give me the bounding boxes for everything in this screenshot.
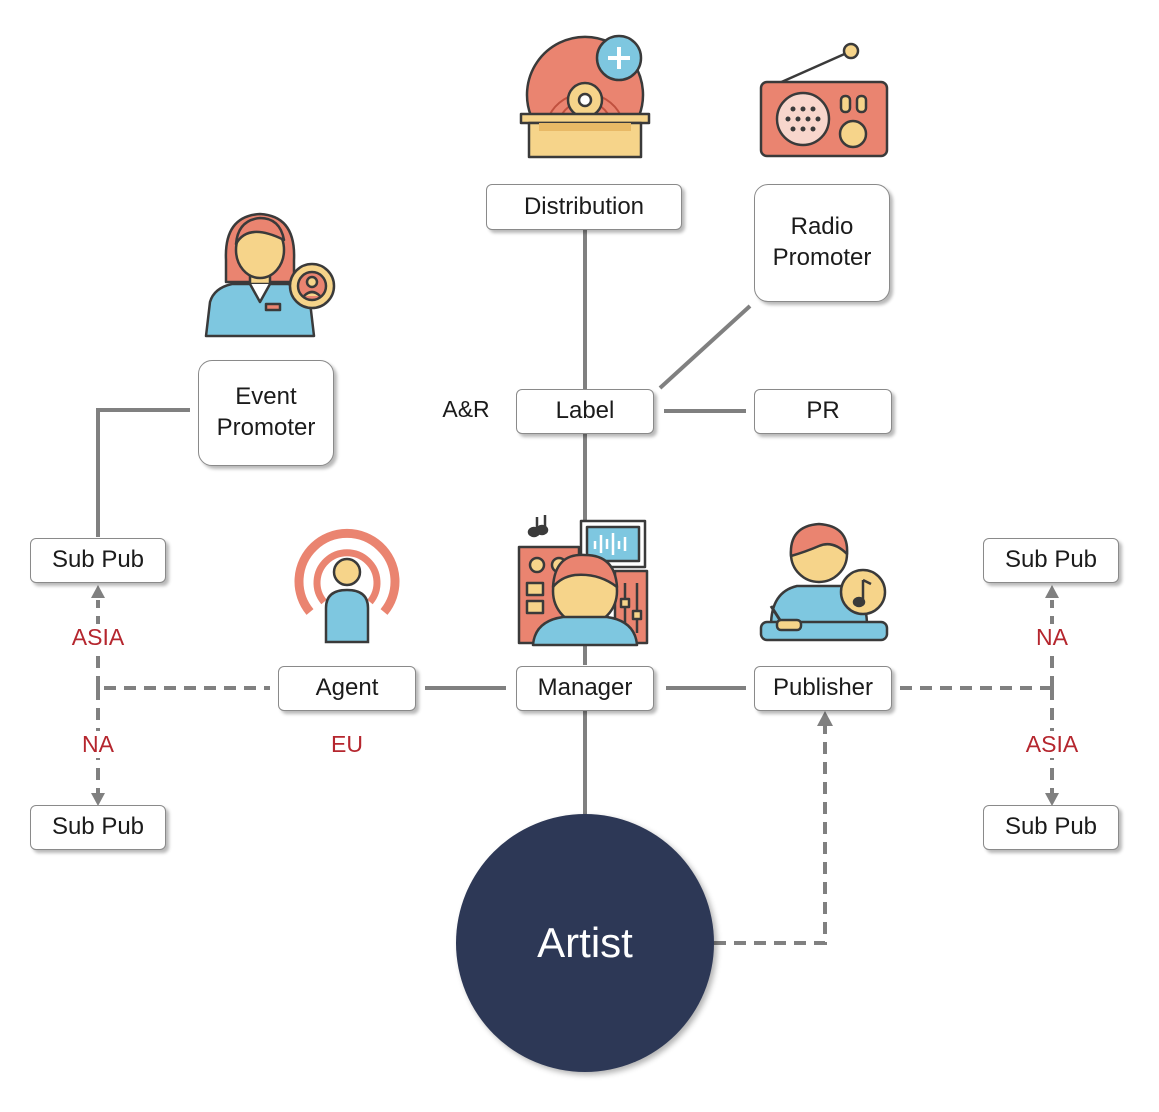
- right-na-label: NA: [1032, 624, 1072, 651]
- agent-node: Agent: [278, 666, 416, 711]
- sub-pub-right-bottom-node: Sub Pub: [983, 805, 1119, 850]
- publisher-composer-icon: [759, 522, 889, 642]
- dash-artist-publisher: [714, 724, 827, 945]
- arrow-publisher-up: [817, 711, 833, 726]
- label-node: Label: [516, 389, 654, 434]
- event-promoter-node: Event Promoter: [198, 360, 334, 466]
- distribution-node: Distribution: [486, 184, 682, 230]
- manager-studio-icon: [517, 515, 649, 647]
- a-and-r-label: A&R: [442, 396, 490, 422]
- event-promoter-person-icon: [204, 212, 336, 338]
- vinyl-turntable-icon: [519, 34, 651, 159]
- left-na-label: NA: [78, 731, 118, 758]
- radio-icon: [759, 42, 889, 158]
- arrow-left-up: [91, 585, 105, 598]
- publisher-node: Publisher: [754, 666, 892, 711]
- arrow-right-down: [1045, 793, 1059, 806]
- left-asia-label: ASIA: [67, 624, 129, 651]
- sub-pub-left-top-node: Sub Pub: [30, 538, 166, 583]
- artist-node: Artist: [456, 814, 714, 1072]
- arrow-left-down: [91, 793, 105, 806]
- radio-promoter-node: Radio Promoter: [754, 184, 890, 302]
- agent-region-label: EU: [331, 731, 363, 757]
- line-event-promoter-subpub: [96, 408, 190, 537]
- line-label-radio-promoter: [658, 304, 752, 390]
- sub-pub-right-top-node: Sub Pub: [983, 538, 1119, 583]
- manager-node: Manager: [516, 666, 654, 711]
- podcast-agent-icon: [294, 528, 400, 644]
- sub-pub-left-bottom-node: Sub Pub: [30, 805, 166, 850]
- pr-node: PR: [754, 389, 892, 434]
- arrow-right-up: [1045, 585, 1059, 598]
- right-asia-label: ASIA: [1021, 731, 1083, 758]
